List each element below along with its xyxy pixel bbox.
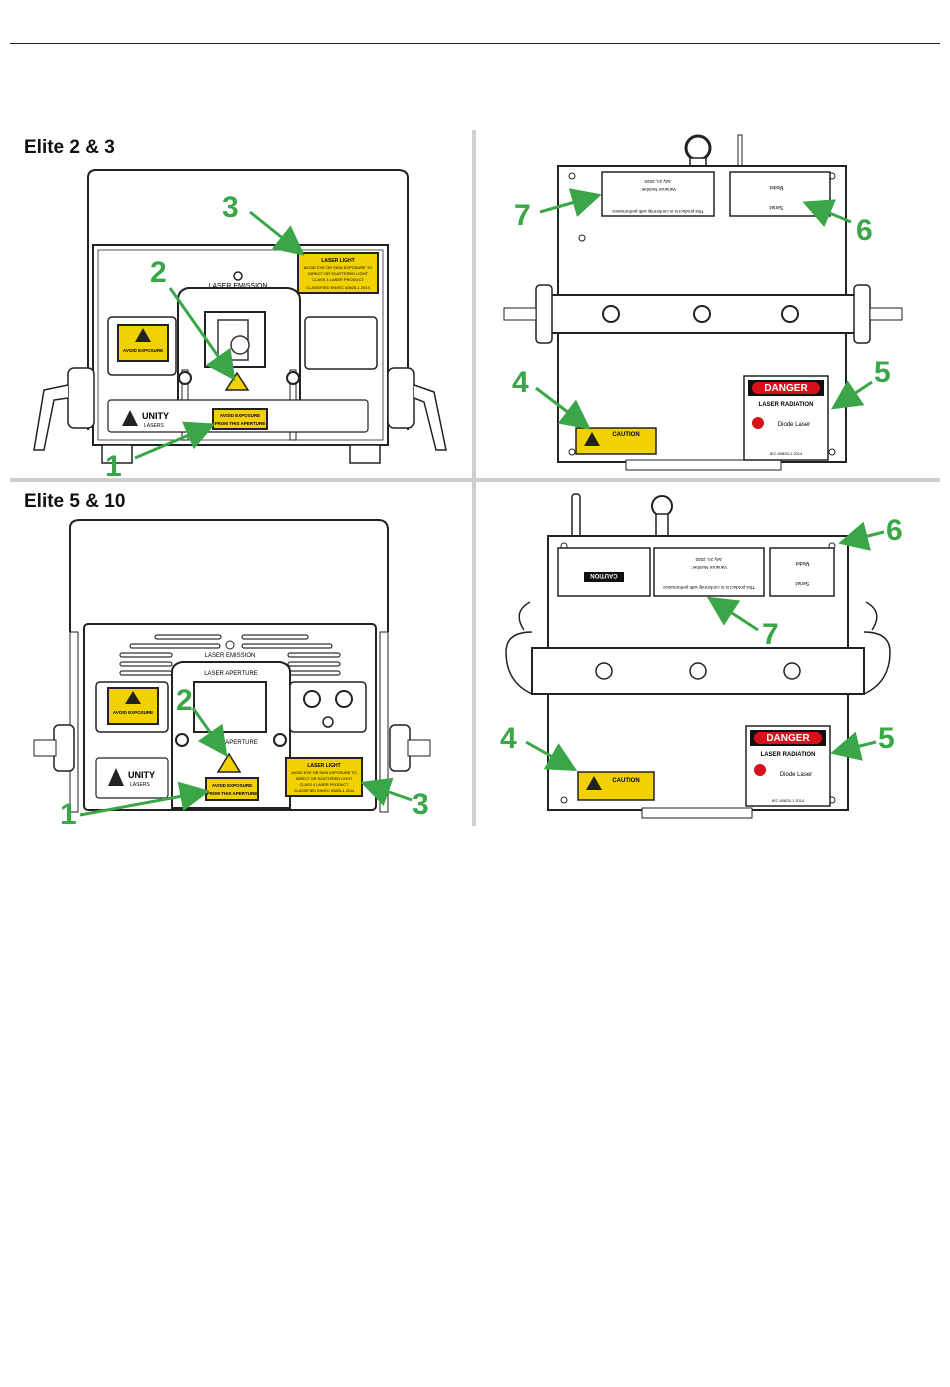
callout-2-510: 2 [176,684,193,717]
svg-text:LASER EMISSION: LASER EMISSION [205,653,256,659]
svg-text:CLASS 4 LASER PRODUCT: CLASS 4 LASER PRODUCT [300,783,350,787]
svg-text:CLASSIFIED EN/IEC 60825-1 2014: CLASSIFIED EN/IEC 60825-1 2014 [294,789,354,793]
svg-text:Variance Number:: Variance Number: [640,187,676,192]
label-2-triangle-510 [216,752,242,773]
callout-1-510: 1 [60,798,77,826]
svg-text:FROM THIS APERTURE: FROM THIS APERTURE [215,421,266,426]
label-3-class4 [297,252,379,294]
svg-text:Diode Laser: Diode Laser [780,772,812,778]
laser-emission-text: LASER EMISSION [208,283,267,290]
callout-5: 5 [874,356,891,389]
svg-text:CAUTION: CAUTION [612,778,639,784]
callout-7: 7 [514,199,531,232]
svg-text:LASER RADIATION: LASER RADIATION [759,402,814,408]
callout-6: 6 [856,214,873,247]
svg-text:AVOID EXPOSURE: AVOID EXPOSURE [220,413,260,418]
svg-text:FROM THIS APERTURE: FROM THIS APERTURE [207,791,258,796]
svg-text:July 24, 2020: July 24, 2020 [695,557,722,562]
svg-text:LASER RADIATION: LASER RADIATION [761,752,816,758]
section-title-elite-2-3: Elite 2 & 3 [24,137,115,158]
label-2-triangle [224,371,250,391]
callout-3-510: 3 [412,788,429,821]
elite-2-3-rear-view: This product is in conformity with perfo… [476,130,940,478]
svg-text:This product is in conformity: This product is in conformity with perfo… [663,585,755,590]
svg-text:AVOID EXPOSURE: AVOID EXPOSURE [212,783,252,788]
svg-text:LASER APERTURE: LASER APERTURE [204,740,258,746]
mounting-bar-510 [531,647,865,695]
svg-text:IEC 60825-1 2014: IEC 60825-1 2014 [770,451,803,456]
callout-7-510: 7 [762,618,779,651]
svg-text:DANGER: DANGER [766,733,810,744]
callout-3: 3 [222,191,239,224]
callout-2: 2 [150,256,167,289]
elite-2-3-front-diagram: LASER EMISSION UNITY LASERS AVOID EXPOSU… [33,169,447,478]
svg-text:DANGER: DANGER [764,383,808,394]
elite-5-10-front-view: LASER EMISSION LASER APERTURE LASER APER… [10,482,472,826]
callout-1: 1 [105,450,122,478]
elite-5-10-front-diagram: LASER EMISSION LASER APERTURE LASER APER… [33,519,431,826]
callout-4: 4 [512,366,529,399]
elite-5-10-rear-view: CAUTION This product is in conformity wi… [476,482,940,826]
yoke-frame [87,169,409,430]
svg-text:IEC 60825-1 2014: IEC 60825-1 2014 [772,798,805,803]
right-lever [413,384,447,451]
label-6-manufacturer-510 [769,547,835,597]
label-7-compliance-510 [653,547,765,597]
label-7-compliance [601,171,715,217]
svg-text:Model:: Model: [794,560,809,566]
svg-text:LASER LIGHT: LASER LIGHT [307,763,340,769]
svg-text:DIRECT OR SCATTERED LIGHT: DIRECT OR SCATTERED LIGHT [308,271,368,276]
left-lever [33,384,69,451]
svg-text:CAUTION: CAUTION [590,572,617,578]
svg-text:Variance Number:: Variance Number: [691,565,727,570]
yoke-frame-510 [69,519,389,632]
svg-text:Model:: Model: [768,184,783,190]
elite-2-3-rear-diagram: This product is in conformity with perfo… [503,134,903,471]
svg-text:Diode Laser: Diode Laser [778,422,810,428]
callout-4-510: 4 [500,722,517,755]
section-title-elite-5-10: Elite 5 & 10 [24,491,126,512]
label-3-class4-510 [285,757,363,797]
callout-5-510: 5 [878,722,895,755]
svg-text:LASERS: LASERS [130,782,150,788]
svg-text:CLASS 4 LASER PRODUCT: CLASS 4 LASER PRODUCT [312,277,364,282]
svg-text:CLASSIFIED EN/IEC 60825-1 2014: CLASSIFIED EN/IEC 60825-1 2014 [306,285,370,290]
svg-text:AVOID EXPOSURE: AVOID EXPOSURE [123,348,163,353]
svg-text:UNITY: UNITY [128,770,155,780]
aperture-window-510 [193,681,267,733]
svg-text:AVOID EXPOSURE: AVOID EXPOSURE [113,710,153,715]
svg-text:Serial:: Serial: [795,580,809,586]
svg-text:CAUTION: CAUTION [612,432,639,438]
svg-text:LASER APERTURE: LASER APERTURE [204,671,258,677]
label-1-aperture [212,408,268,430]
svg-text:AVOID EYE OR SKIN EXPOSURE TO: AVOID EYE OR SKIN EXPOSURE TO [291,771,356,775]
elite-2-3-front-view: LASER EMISSION UNITY LASERS AVOID EXPOSU… [10,130,472,478]
svg-text:LASER LIGHT: LASER LIGHT [321,258,354,264]
horizontal-divider [10,478,940,482]
svg-text:DIRECT OR SCATTERED LIGHT: DIRECT OR SCATTERED LIGHT [296,777,353,781]
brand-name: UNITY [142,411,169,421]
label-1-aperture-510 [205,777,259,801]
elite-5-10-rear-diagram: CAUTION This product is in conformity wi… [500,493,903,819]
svg-text:Serial:: Serial: [769,204,783,210]
svg-text:This product is in conformity: This product is in conformity with perfo… [612,209,704,214]
svg-text:July 24, 2020: July 24, 2020 [644,179,671,184]
callout-6-510: 6 [886,514,903,547]
brand-sub: LASERS [144,423,164,429]
top-rule [10,43,940,44]
svg-text:AVOID EYE OR SKIN EXPOSURE TO: AVOID EYE OR SKIN EXPOSURE TO [304,265,373,270]
